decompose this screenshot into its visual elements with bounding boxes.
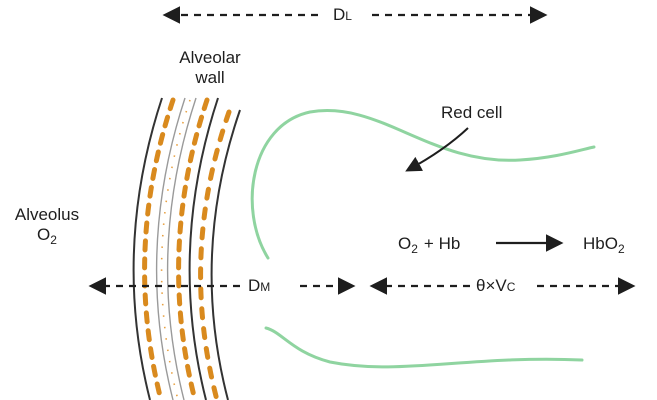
dm-label-sub: M: [260, 280, 271, 294]
theta-vc-label: θ×VC: [476, 276, 515, 297]
alveolus-o2-main: O: [37, 225, 51, 244]
alveolus-label: Alveolus O2: [0, 205, 94, 250]
dm-label-main: D: [248, 276, 261, 295]
alveolus-o2: O2: [0, 225, 94, 250]
dl-label-sub: L: [345, 9, 352, 23]
reaction-equation: O2 + Hb: [398, 234, 460, 259]
reaction-product: HbO2: [583, 234, 625, 259]
alveolar-wall-label-line1: Alveolar: [179, 48, 241, 67]
theta-vc-label-sub: C: [506, 280, 516, 294]
reaction-o2-main: O: [398, 234, 412, 253]
theta-vc-label-main: θ×V: [476, 276, 507, 295]
alveolar-wall: [132, 97, 241, 400]
reaction-hbo2-main: HbO: [583, 234, 618, 253]
red-cell-label: Red cell: [441, 103, 502, 123]
reaction-plus-hb: + Hb: [423, 234, 461, 253]
red-cell-outline-top: [250, 109, 596, 260]
dl-label-main: D: [333, 5, 346, 24]
dl-label: DL: [333, 5, 352, 26]
red-cell-label-text: Red cell: [441, 103, 503, 122]
alveolus-label-text: Alveolus: [14, 205, 80, 224]
red-cell-outline-bottom: [264, 326, 584, 369]
dm-label: DM: [248, 276, 270, 297]
reaction-hbo2-sub: 2: [617, 242, 625, 256]
alveolar-wall-label: Alveolar wall: [160, 48, 260, 88]
reaction-o2-sub: 2: [411, 242, 418, 256]
alveolar-wall-label-line2: wall: [195, 68, 225, 87]
alveolus-o2-sub: 2: [50, 233, 57, 247]
red-cell-pointer-arrow: [405, 127, 469, 172]
